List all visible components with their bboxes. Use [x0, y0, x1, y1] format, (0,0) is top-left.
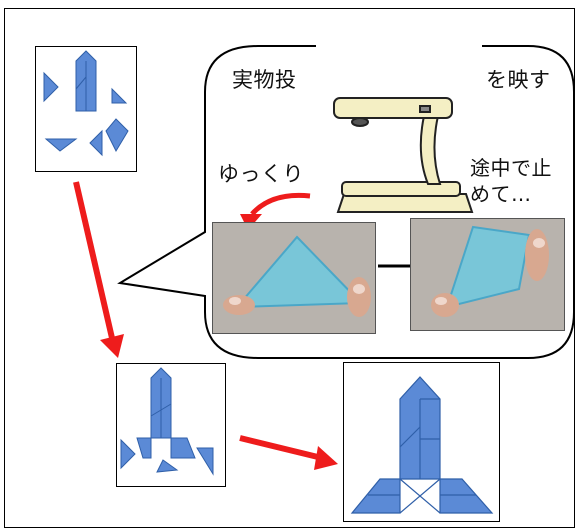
- tangram-panel-partial: [116, 363, 226, 487]
- tangram-piece: [105, 118, 129, 153]
- callout-title-left: 実物投: [232, 68, 297, 92]
- tangram-piece: [120, 438, 136, 470]
- scattered-pieces: [43, 50, 129, 157]
- finger-left: [223, 295, 255, 315]
- photo-piece-after: [410, 218, 565, 331]
- tangram-panel-complete: [343, 362, 500, 522]
- tangram-piece: [156, 459, 179, 473]
- tangram-piece: [43, 71, 59, 103]
- projector-head: [333, 97, 453, 119]
- partial-pieces: [120, 367, 214, 476]
- tangram-piece: [350, 478, 401, 514]
- projector-arm: [419, 115, 442, 185]
- finger-right: [347, 277, 371, 317]
- tangram-piece: [170, 437, 196, 459]
- rocket-shape: [350, 376, 494, 514]
- red-arrow-down: [73, 181, 124, 358]
- label-stop-line2: めて…: [470, 182, 532, 206]
- hand-piece-rotated-photo: [411, 219, 564, 330]
- photo-piece-before: [212, 222, 376, 334]
- red-arrow-right: [239, 435, 338, 470]
- tangram-piece: [136, 437, 152, 459]
- tangram-piece: [196, 447, 214, 476]
- label-stop-line1: 途中で止: [470, 156, 552, 180]
- tangram-piece: [439, 478, 494, 514]
- tangram-panel-scattered: [35, 46, 137, 172]
- label-slowly: ゆっくり: [218, 162, 304, 186]
- tangram-piece: [44, 138, 78, 152]
- cyan-piece: [234, 235, 364, 309]
- tangram-piece: [111, 87, 128, 104]
- hand-piece-photo: [213, 223, 375, 333]
- projector-illustration: [316, 44, 482, 230]
- callout-title-right: を映す: [486, 68, 551, 92]
- tangram-piece: [89, 129, 103, 157]
- finger-left: [431, 293, 459, 317]
- finger-right: [525, 229, 549, 281]
- cyan-piece: [445, 225, 531, 309]
- document-camera-icon: [333, 97, 474, 213]
